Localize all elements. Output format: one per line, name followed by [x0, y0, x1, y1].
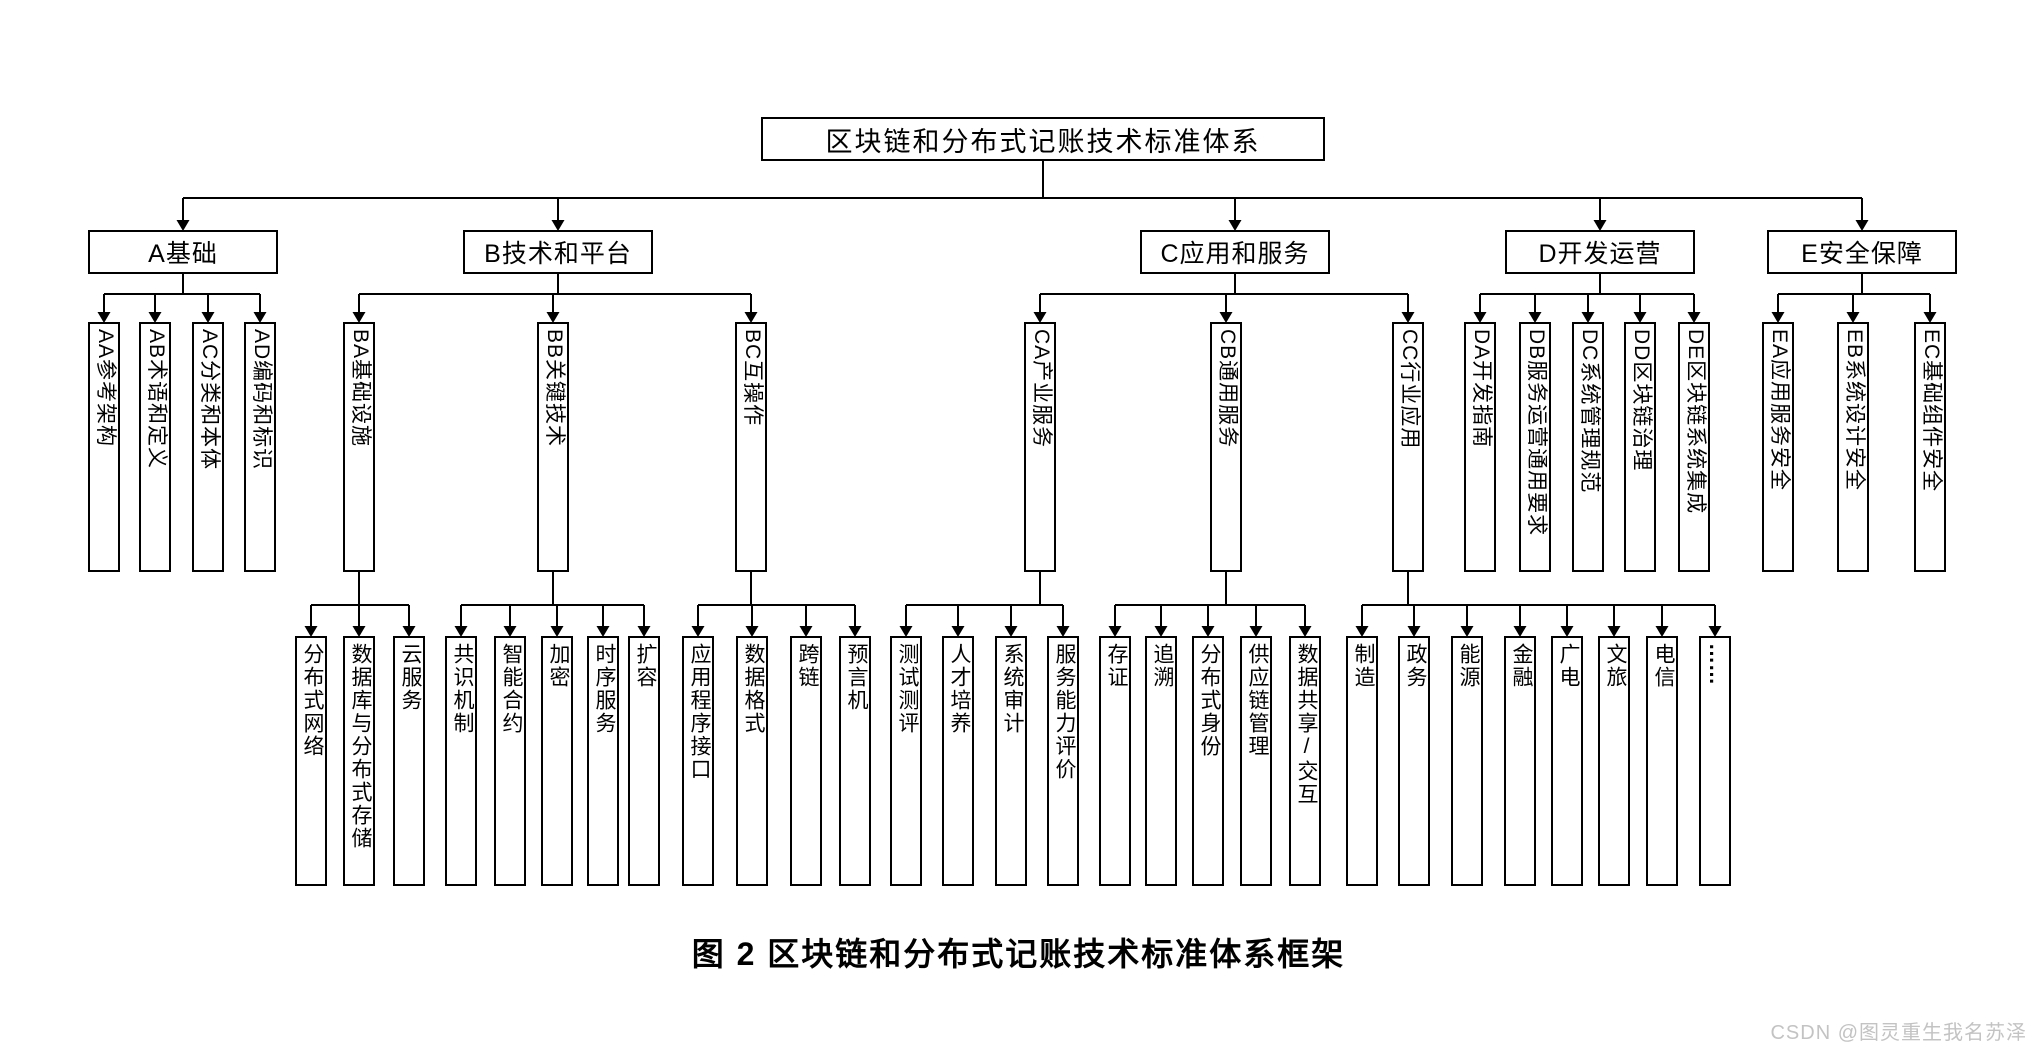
leaf-box: 供应链管理 [1240, 636, 1272, 886]
leaf-box: 跨链 [790, 636, 822, 886]
branch-box-E: E安全保障 [1767, 230, 1957, 274]
leaf-box: 数据库与分布式存储 [343, 636, 375, 886]
node-box-CB: CB通用服务 [1210, 322, 1242, 572]
leaf-box: 广电 [1551, 636, 1583, 886]
node-box-EB: EB系统设计安全 [1837, 322, 1869, 572]
leaf-box: 服务能力评价 [1047, 636, 1079, 886]
leaf-box: 应用程序接口 [682, 636, 714, 886]
node-box-DC: DC系统管理规范 [1572, 322, 1604, 572]
leaf-box: 扩容 [628, 636, 660, 886]
leaf-box: 制造 [1346, 636, 1378, 886]
watermark-text: CSDN @图灵重生我名苏泽 [1770, 1022, 2027, 1044]
figure-caption: 图 2 区块链和分布式记账技术标准体系框架 [691, 936, 1346, 972]
leaf-box: 时序服务 [587, 636, 619, 886]
node-box-BA: BA基础设施 [343, 322, 375, 572]
leaf-box: 加密 [541, 636, 573, 886]
leaf-box: 数据格式 [736, 636, 768, 886]
root-box: 区块链和分布式记账技术标准体系 [761, 117, 1325, 161]
branch-box-A: A基础 [88, 230, 278, 274]
node-box-DB: DB服务运营通用要求 [1519, 322, 1551, 572]
node-box-AD: AD编码和标识 [244, 322, 276, 572]
node-box-EA: EA应用服务安全 [1762, 322, 1794, 572]
leaf-box: 共识机制 [445, 636, 477, 886]
leaf-box: 分布式身份 [1192, 636, 1224, 886]
node-box-DE: DE区块链系统集成 [1678, 322, 1710, 572]
leaf-box: 云服务 [393, 636, 425, 886]
leaf-box: 电信 [1646, 636, 1678, 886]
branch-box-C: C应用和服务 [1140, 230, 1330, 274]
leaf-box: …… [1699, 636, 1731, 886]
node-box-DA: DA开发指南 [1464, 322, 1496, 572]
node-box-BC: BC互操作 [735, 322, 767, 572]
leaf-box: 能源 [1451, 636, 1483, 886]
node-box-AC: AC分类和本体 [192, 322, 224, 572]
leaf-box: 数据共享/交互 [1289, 636, 1321, 886]
leaf-box: 存证 [1099, 636, 1131, 886]
branch-box-B: B技术和平台 [463, 230, 653, 274]
node-box-CC: CC行业应用 [1392, 322, 1424, 572]
leaf-box: 文旅 [1598, 636, 1630, 886]
branch-box-D: D开发运营 [1505, 230, 1695, 274]
node-box-AB: AB术语和定义 [139, 322, 171, 572]
leaf-box: 系统审计 [995, 636, 1027, 886]
node-box-DD: DD区块链治理 [1624, 322, 1656, 572]
node-box-AA: AA参考架构 [88, 322, 120, 572]
node-box-BB: BB关键技术 [537, 322, 569, 572]
leaf-box: 预言机 [839, 636, 871, 886]
node-box-CA: CA产业服务 [1024, 322, 1056, 572]
leaf-box: 追溯 [1145, 636, 1177, 886]
leaf-box: 智能合约 [494, 636, 526, 886]
leaf-box: 金融 [1504, 636, 1536, 886]
node-box-EC: EC基础组件安全 [1914, 322, 1946, 572]
leaf-box: 分布式网络 [295, 636, 327, 886]
leaf-box: 政务 [1398, 636, 1430, 886]
leaf-box: 人才培养 [942, 636, 974, 886]
leaf-box: 测试测评 [890, 636, 922, 886]
